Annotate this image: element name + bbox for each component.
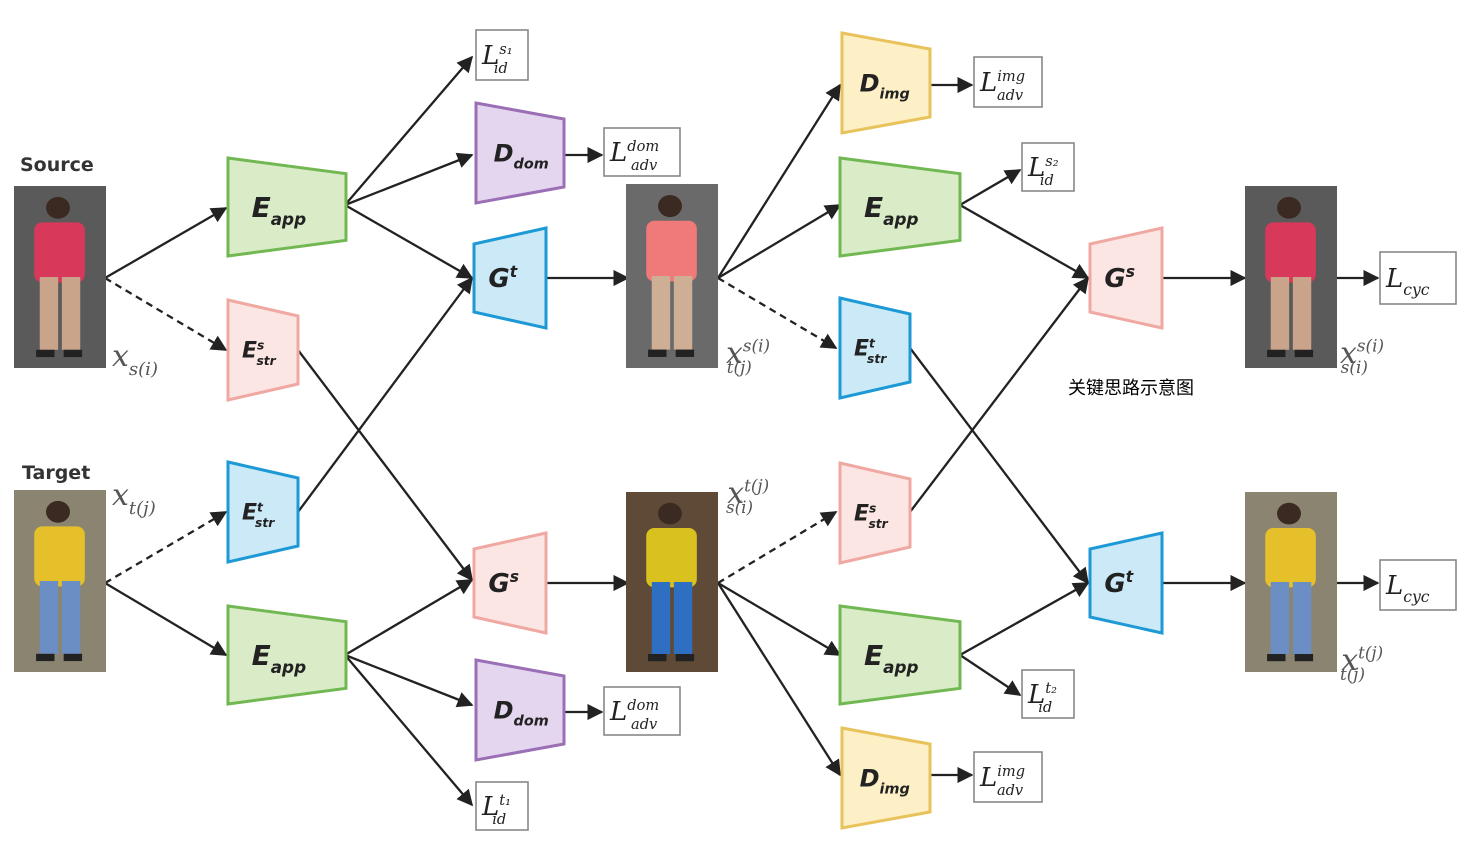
loss-cyc-1: Lcyc xyxy=(1379,251,1457,305)
generator-s-2: Gs xyxy=(1088,226,1164,330)
discriminator-img-2-label: Dimg xyxy=(860,764,910,797)
reconstructed-target-image xyxy=(1245,492,1337,672)
generator-s-1: Gs xyxy=(472,531,548,635)
target-image xyxy=(14,490,106,672)
arrow xyxy=(344,55,474,206)
generator-s-2-label: Gs xyxy=(1104,263,1135,294)
target-label: Target xyxy=(22,462,91,484)
label-x-s: xs(i) xyxy=(112,339,158,380)
discriminator-img-2: Dimg xyxy=(840,726,932,830)
generator-t-2: Gt xyxy=(1088,531,1164,635)
arrow xyxy=(717,204,842,279)
encoder-app-source: Eapp xyxy=(226,156,348,258)
discriminator-dom-2: Ddom xyxy=(474,658,566,762)
loss-cyc-1-label: Lcyc xyxy=(1385,264,1430,299)
arrow xyxy=(959,204,1090,279)
arrow xyxy=(959,581,1090,657)
arrow xyxy=(297,276,473,513)
label-x-ss: xs(i)s(i) xyxy=(1340,336,1384,378)
arrow xyxy=(717,582,842,656)
arrow xyxy=(104,207,228,279)
source-label: Source xyxy=(20,154,94,176)
discriminator-img-1-label: Dimg xyxy=(860,69,910,102)
generator-t-2-label: Gt xyxy=(1104,568,1133,599)
encoder-app-target: Eapp xyxy=(226,604,348,706)
dashed-arrow xyxy=(717,511,838,584)
label-x-tt: xt(j)t(j) xyxy=(1340,643,1383,685)
diagram-caption: 关键思路示意图 xyxy=(1068,378,1194,399)
translated-target-image xyxy=(626,492,718,672)
arrow xyxy=(909,276,1089,513)
encoder-app-2a: Eapp xyxy=(838,156,962,258)
reconstructed-source-image xyxy=(1245,186,1337,368)
encoder-app-2b: Eapp xyxy=(838,604,962,706)
translated-source-image xyxy=(626,184,718,368)
discriminator-dom-1-label: Ddom xyxy=(494,139,549,172)
discriminator-img-1: Dimg xyxy=(840,31,932,135)
arrow xyxy=(959,654,1022,696)
arrow xyxy=(104,582,228,656)
arrow xyxy=(717,83,841,279)
arrow xyxy=(717,582,841,777)
arrow xyxy=(344,653,474,708)
generator-t-1-label: Gt xyxy=(488,263,517,294)
loss-cyc-2-label: Lcyc xyxy=(1385,571,1430,606)
loss-cyc-2: Lcyc xyxy=(1379,559,1457,611)
dashed-arrow xyxy=(717,277,838,349)
arrow xyxy=(344,152,474,207)
arrow xyxy=(909,347,1089,585)
discriminator-dom-2-label: Ddom xyxy=(494,696,549,729)
arrow xyxy=(344,654,474,807)
encoder-app-2b-label: Eapp xyxy=(864,639,919,677)
encoder-app-target-label: Eapp xyxy=(252,639,307,677)
arrow xyxy=(297,349,473,582)
arrow xyxy=(344,204,474,279)
source-image xyxy=(14,186,106,368)
encoder-app-source-label: Eapp xyxy=(252,191,307,229)
encoder-app-2a-label: Eapp xyxy=(864,191,919,229)
dashed-arrow xyxy=(104,511,228,584)
generator-s-1-label: Gs xyxy=(488,568,519,599)
label-x-st: xs(i)t(j) xyxy=(726,336,770,378)
label-x-ts: xt(j)s(i) xyxy=(726,476,769,518)
label-x-t: xt(j) xyxy=(112,478,156,519)
generator-t-1: Gt xyxy=(472,226,548,330)
discriminator-dom-1: Ddom xyxy=(474,101,566,205)
arrow xyxy=(344,579,474,656)
arrow xyxy=(959,169,1022,206)
